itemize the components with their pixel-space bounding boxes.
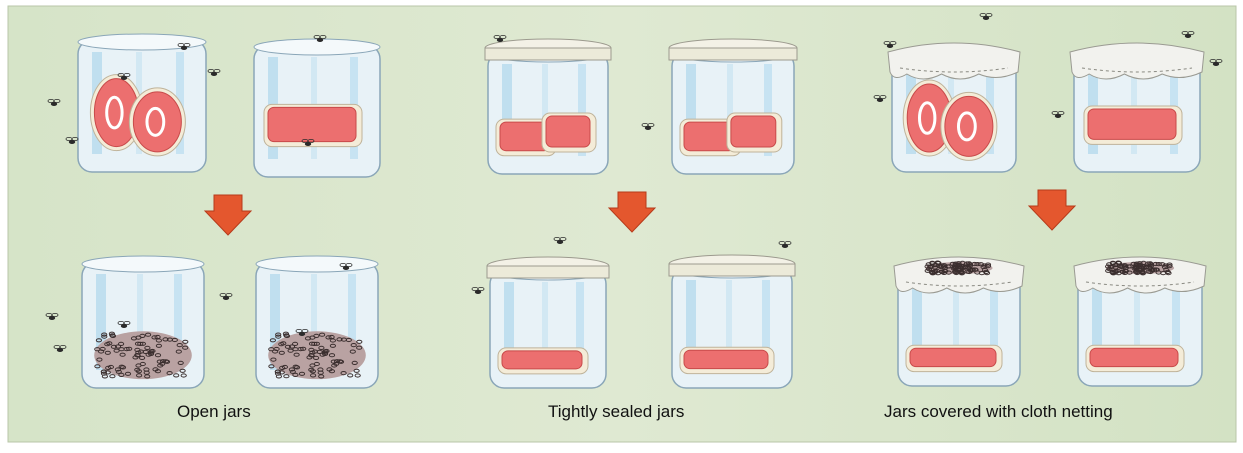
jar	[888, 43, 1020, 172]
jar-rim	[254, 39, 380, 55]
cloth-netting	[1070, 43, 1204, 79]
meat-slice	[133, 92, 181, 152]
caption-jars-covered-netting: Jars covered with cloth netting	[884, 402, 1113, 422]
jar	[256, 256, 378, 388]
jar-rim	[256, 256, 378, 272]
meat-slice	[910, 348, 996, 366]
jar	[254, 39, 380, 177]
caption-open-jars: Open jars	[177, 402, 251, 422]
jar	[78, 34, 206, 172]
meat-slice	[1090, 348, 1178, 366]
meat-slice	[546, 116, 590, 147]
meat-slice	[1088, 109, 1176, 139]
meat-slice	[731, 116, 776, 147]
meat-slice	[684, 350, 768, 368]
meat-slice	[268, 107, 356, 141]
jar	[487, 257, 609, 388]
jar	[485, 39, 611, 174]
jar	[1070, 43, 1204, 172]
jar-lid-rim	[669, 48, 797, 60]
jar-lid-rim	[669, 264, 795, 276]
cloth-netting	[888, 43, 1020, 79]
meat-slice	[502, 351, 582, 369]
jar	[894, 257, 1024, 386]
jar-rim	[82, 256, 204, 272]
jar-lid-rim	[485, 48, 611, 60]
jar	[1074, 257, 1206, 386]
jar-lid-rim	[487, 266, 609, 278]
caption-tightly-sealed-jars: Tightly sealed jars	[548, 402, 684, 422]
jar	[82, 256, 204, 388]
meat-slice	[945, 96, 993, 156]
jar	[669, 255, 795, 388]
jar	[669, 39, 797, 174]
